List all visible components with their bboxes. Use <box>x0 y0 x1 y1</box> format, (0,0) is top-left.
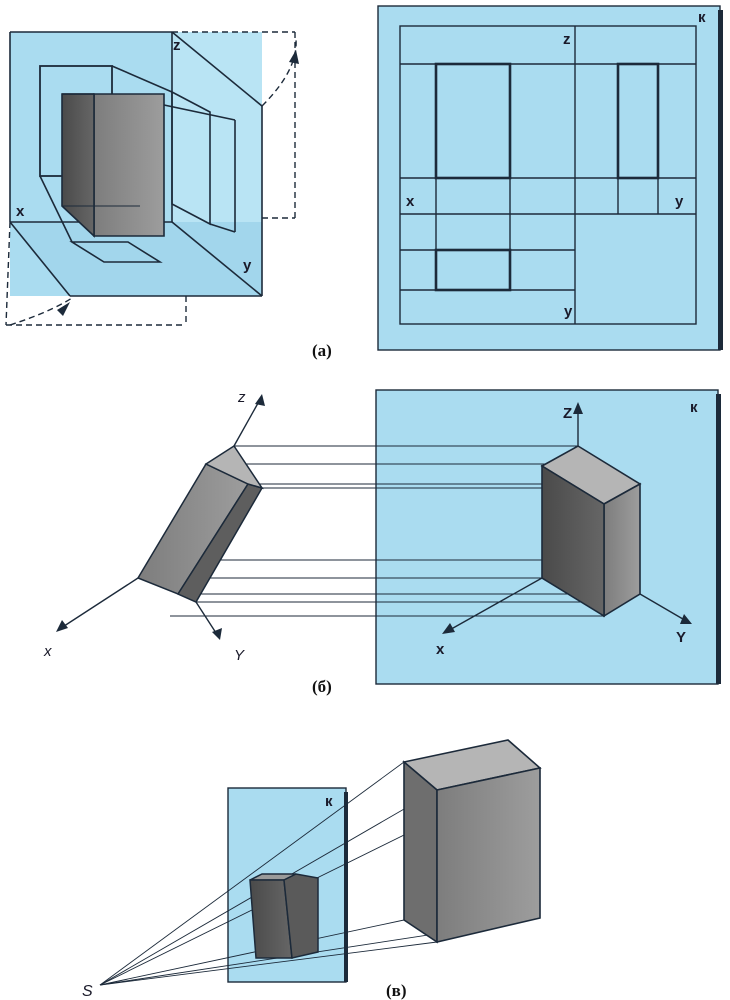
b-right-x-label: x <box>436 641 445 658</box>
panel-a-left-trihedral <box>5 31 299 326</box>
b-right-y-label: Y <box>676 629 686 646</box>
proj-line <box>111 65 173 93</box>
b-left-z-label: z <box>237 389 246 406</box>
panel-c: к S (в) <box>82 739 542 1000</box>
panel-b: z x Y к Z x Y (б) <box>43 389 721 696</box>
caption-c: (в) <box>386 981 407 1000</box>
c-large-box <box>402 739 542 944</box>
b-right-box-side <box>541 464 605 618</box>
sheet-shadow <box>718 10 723 350</box>
b-left-box-top <box>204 444 264 490</box>
b-left-x-label: x <box>43 643 52 660</box>
c-small-box-side <box>283 873 319 959</box>
b-left-box <box>136 444 264 603</box>
box-front-face <box>93 93 165 237</box>
c-s-label: S <box>82 983 93 1000</box>
b-right-k-label: к <box>690 399 698 416</box>
b-right-z-label: Z <box>563 405 572 422</box>
b-sheet-shadow <box>716 394 721 684</box>
caption-b: (б) <box>312 677 332 696</box>
panel-a-right-sheet <box>377 5 723 351</box>
a-left-z-label: z <box>173 37 181 54</box>
side-view <box>616 62 660 180</box>
a-right-k-label: к <box>698 9 706 26</box>
b-left-y-label: Y <box>234 647 245 664</box>
b-left-axes <box>56 394 265 640</box>
c-small-box <box>249 873 319 959</box>
panel-a: z x y к z x y y (а) <box>5 5 723 360</box>
c-large-box-front <box>436 767 541 944</box>
b-right-rays-over-sheet <box>376 445 640 617</box>
top-view <box>434 248 512 292</box>
c-sheet-shadow <box>344 792 348 982</box>
a-right-z-label: z <box>563 31 571 48</box>
rotation-arrow-top <box>289 50 299 64</box>
a-right-x-label: x <box>406 193 415 210</box>
rotation-guides <box>5 31 297 326</box>
c-large-box-left <box>403 760 438 944</box>
b-right-box <box>540 445 642 618</box>
c-k-label: к <box>325 793 333 810</box>
proj-line <box>209 223 236 233</box>
a-right-y-label: y <box>675 193 684 210</box>
a-left-y-label: y <box>243 257 252 274</box>
b-right-axes <box>442 402 692 634</box>
frontal-field <box>399 25 697 325</box>
b-right-box-front <box>603 482 641 618</box>
rotation-arrow-bottom <box>57 302 70 316</box>
a-right-y-bottom-label: y <box>564 303 573 320</box>
horizontal-left-edge <box>9 221 71 297</box>
front-view <box>434 62 512 180</box>
y-axis-line <box>171 221 263 297</box>
proj-line <box>39 175 73 243</box>
caption-a: (а) <box>312 341 332 360</box>
a-left-x-label: x <box>16 203 25 220</box>
profile-top-edge <box>171 31 263 107</box>
horizontal-projection <box>69 241 163 263</box>
horizontal-plane <box>10 222 262 296</box>
